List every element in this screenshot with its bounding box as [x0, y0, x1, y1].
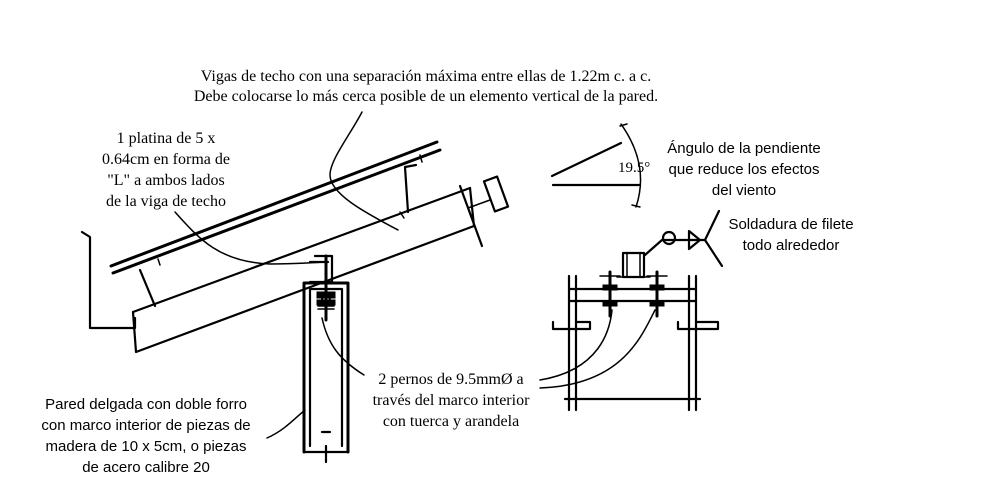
label-plate-line4: de la viga de techo — [106, 193, 226, 210]
rafter-stiffener — [138, 163, 418, 308]
leader-bolts-right — [539, 309, 656, 389]
gutter-bracket — [80, 230, 137, 330]
welded-tube — [616, 251, 651, 279]
slope-angle-value: 19.5° — [618, 160, 650, 176]
flange-left — [551, 320, 592, 331]
label-slope-line2: que reduce los efectos — [669, 161, 820, 178]
label-rafters-line2: Debe colocarse lo más cerca posible de u… — [194, 88, 658, 105]
label-plate-line3: "L" a ambos lados — [107, 172, 224, 189]
rafter-end-bolt — [482, 175, 510, 213]
label-slope-line3: del viento — [712, 182, 776, 199]
label-wall: Pared delgada con doble forro con marco … — [41, 396, 250, 476]
label-bolts-line3: con tuerca y arandela — [383, 413, 519, 430]
label-slope-line1: Ángulo de la pendiente — [667, 140, 820, 157]
label-wall-line4: de acero calibre 20 — [82, 459, 210, 476]
sheathing-fasteners — [157, 154, 423, 266]
wall-top-bolt — [316, 254, 336, 322]
label-rafters-line1: Vigas de techo con una separación máxima… — [201, 68, 651, 85]
leader-wall — [266, 409, 306, 439]
label-bolts-line1: 2 pernos de 9.5mmØ a — [378, 371, 523, 388]
label-wall-line2: con marco interior de piezas de — [41, 417, 250, 434]
left-section-view — [80, 140, 510, 464]
angle-icon — [620, 123, 642, 208]
leader-bolts — [321, 317, 365, 376]
label-plate-line2: 0.64cm en forma de — [102, 151, 230, 168]
base-plate — [563, 287, 702, 401]
label-rafters: Vigas de techo con una separación máxima… — [194, 68, 658, 105]
label-weld-line1: Soldadura de filete — [728, 216, 853, 233]
label-plate-line1: 1 platina de 5 x — [117, 130, 216, 147]
rafter-stiffener-mark — [399, 211, 405, 219]
leader-plate — [174, 211, 329, 265]
label-slope: Ángulo de la pendiente que reduce los ef… — [667, 140, 820, 199]
label-weld: Soldadura de filete todo alrededor — [728, 216, 853, 254]
rafter-end-block — [458, 184, 484, 248]
leader-rafters — [329, 111, 399, 231]
flange-right — [676, 320, 720, 331]
angle-line-upper — [550, 141, 623, 178]
slope-angle-detail: 19.5° — [550, 123, 650, 208]
label-bolts-line2: través del marco interior — [373, 392, 530, 409]
label-plate: 1 platina de 5 x 0.64cm en forma de "L" … — [102, 130, 230, 210]
label-weld-line2: todo alrededor — [743, 237, 840, 254]
label-wall-line1: Pared delgada con doble forro — [45, 396, 247, 413]
rafter-end-bolt-stem — [467, 199, 491, 209]
frame-post-right — [687, 274, 698, 412]
roof-sheathing — [109, 140, 442, 275]
bolt-icon — [599, 270, 668, 318]
bolted-connection-detail — [551, 209, 724, 412]
frame-post-left — [567, 274, 578, 412]
label-wall-line3: madera de 10 x 5cm, o piezas — [46, 438, 247, 455]
l-plate-connector — [308, 254, 334, 284]
thin-wall — [302, 281, 350, 464]
label-bolts: 2 pernos de 9.5mmØ a través del marco in… — [373, 371, 530, 430]
leader-lines — [174, 111, 656, 439]
weld-symbol-icon — [643, 209, 724, 268]
